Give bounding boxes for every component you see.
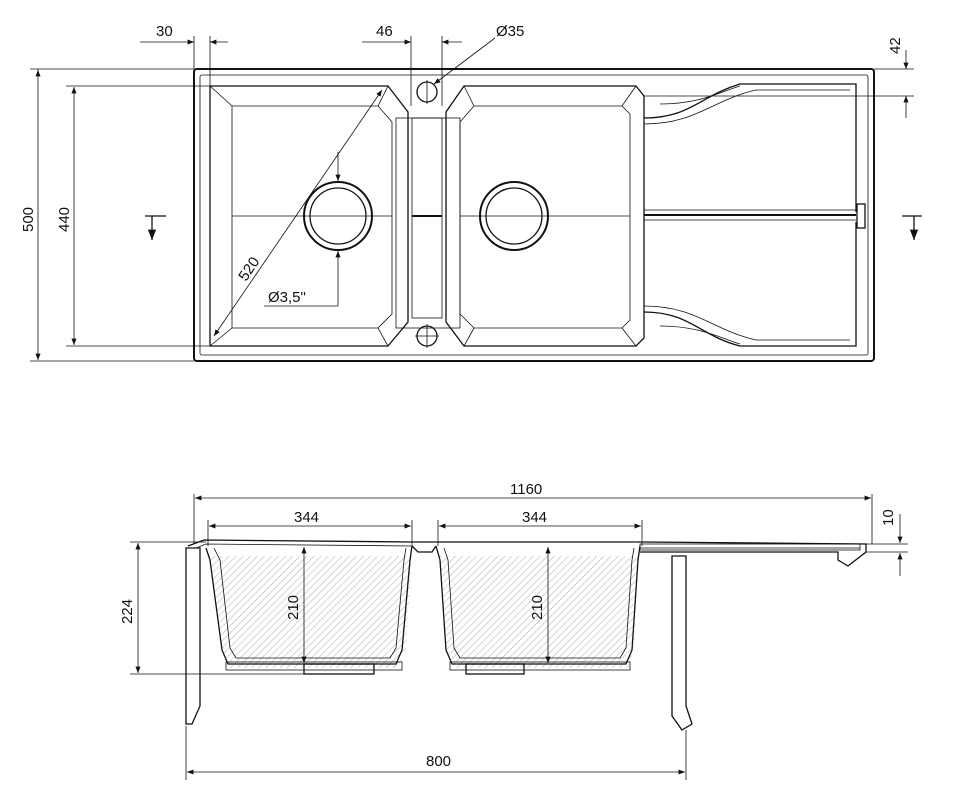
dim-344-right: 344: [437, 509, 643, 546]
right-drain-section: [465, 663, 525, 675]
dim-label-210b: 210: [529, 595, 546, 620]
drainboard: [643, 83, 866, 347]
countertop-left: [185, 547, 201, 725]
dim-drain-diameter: Ø3,5": [264, 152, 341, 307]
bowl-divider: [395, 80, 461, 348]
dim-label-344b: 344: [522, 509, 547, 526]
sink-outline: [193, 68, 875, 362]
dim-10: 10: [866, 509, 908, 576]
dim-label-440: 440: [56, 207, 73, 232]
dim-label-800: 800: [426, 753, 451, 770]
dim-label-1160: 1160: [510, 481, 542, 498]
dim-42: 42: [644, 37, 914, 118]
dim-label-224: 224: [119, 599, 136, 624]
left-drain-section: [303, 663, 375, 675]
dim-46: 46: [362, 23, 462, 106]
section-marker-left: [145, 215, 166, 240]
section-marker-right: [902, 215, 922, 240]
dim-label-30: 30: [156, 23, 173, 40]
dim-label-42: 42: [887, 37, 904, 54]
top-view: 30 46 Ø35 42: [20, 23, 922, 362]
dim-label-344a: 344: [294, 509, 319, 526]
drainboard-end-tab: [856, 203, 866, 229]
dim-label-210a: 210: [285, 595, 302, 620]
sink-rim: [199, 74, 869, 356]
dim-344-left: 344: [207, 509, 413, 546]
right-drain-outer: [479, 181, 549, 251]
dim-label-10: 10: [880, 509, 897, 526]
section-view: 1160 344 344 10: [119, 481, 908, 780]
left-bowl: [209, 85, 409, 347]
dim-1160: 1160: [193, 481, 873, 544]
dim-label-500: 500: [20, 207, 37, 232]
sink-profile: [187, 539, 867, 675]
left-drain-inner: [309, 187, 367, 245]
dim-800: 800: [185, 726, 687, 780]
dim-30: 30: [140, 23, 228, 86]
dim-label-520: 520: [235, 254, 263, 284]
dim-label-d35in: Ø3,5": [268, 289, 306, 306]
dim-224: 224: [119, 541, 304, 675]
dim-tap-hole-diameter: Ø35: [433, 23, 524, 85]
dim-210-right: 210: [529, 547, 551, 663]
dim-440: 440: [56, 85, 210, 347]
left-drain-outer: [303, 181, 373, 251]
dim-210-left: 210: [285, 547, 307, 663]
dim-label-46: 46: [376, 23, 393, 40]
right-drain-inner: [485, 187, 543, 245]
dim-label-d35: Ø35: [496, 23, 524, 40]
right-bowl: [445, 85, 645, 347]
countertop-right: [671, 555, 693, 731]
dim-500: 500: [20, 68, 194, 362]
